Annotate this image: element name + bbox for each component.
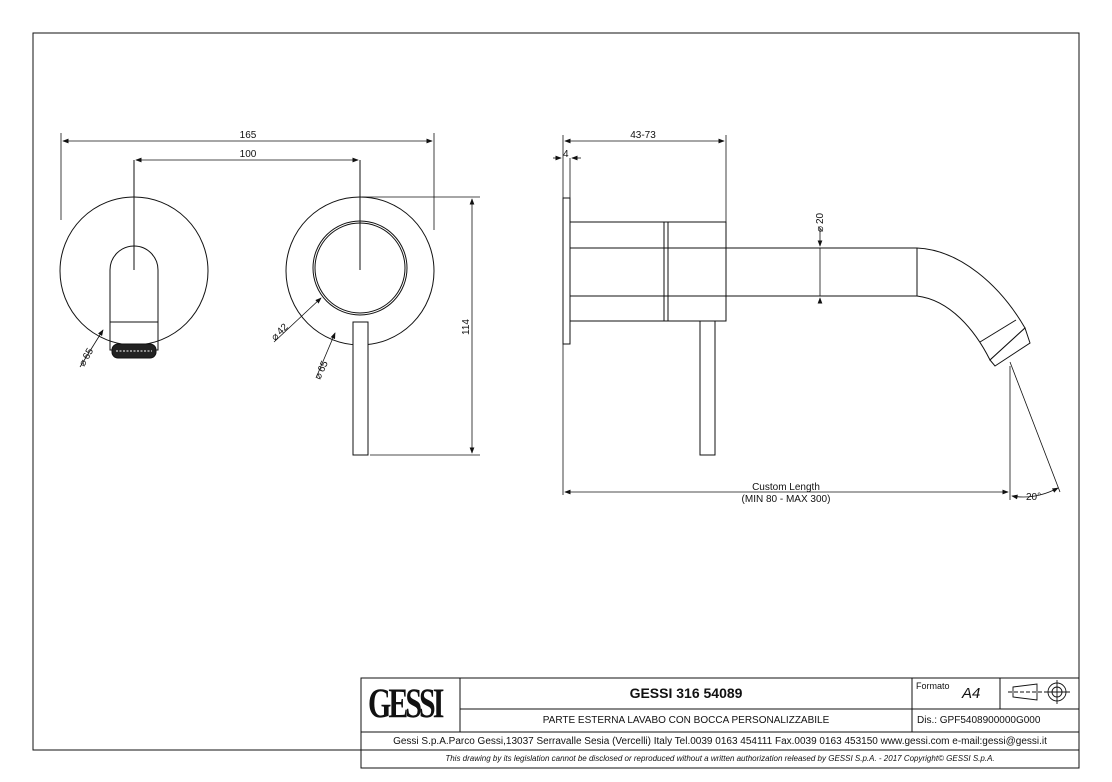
format-value: A4	[962, 685, 981, 702]
drawing-frame	[32, 32, 1080, 751]
dim-spout-diam: 20	[815, 212, 826, 224]
wall-plate	[562, 197, 571, 345]
svg-text:⌀: ⌀	[815, 226, 826, 232]
product-description: PARTE ESTERNA LAVABO CON BOCCA PERSONALI…	[542, 715, 830, 726]
lever-handle	[352, 321, 369, 456]
dim-center-distance: 100	[240, 149, 257, 160]
drawing-number: Dis.: GPF5408900000G000	[917, 715, 1041, 726]
dim-custom-length-range: (MIN 80 - MAX 300)	[742, 494, 831, 505]
dim-custom-length: Custom Length	[752, 482, 820, 493]
dim-height: 114	[461, 319, 472, 335]
handle-ring	[667, 221, 727, 322]
title-block	[360, 677, 1080, 769]
mixer-body	[569, 221, 669, 322]
gessi-logo: GESSI	[368, 681, 444, 728]
dim-diam-plate-left: 65	[81, 346, 96, 362]
projection-symbol-icon	[1008, 680, 1070, 704]
product-code: GESSI 316 54089	[629, 685, 743, 701]
company-address: Gessi S.p.A.Parco Gessi,13037 Serravalle…	[393, 736, 1047, 747]
dim-plate-thickness: 4	[563, 149, 569, 160]
front-view	[59, 160, 435, 456]
spout-front-outline	[109, 245, 159, 351]
dim-projection: 43-73	[630, 130, 656, 141]
svg-text:⌀: ⌀	[313, 371, 326, 381]
copyright-disclaimer: This drawing by its legislation cannot b…	[445, 754, 995, 763]
dim-angle: 20°	[1026, 492, 1041, 503]
format-label: Formato	[916, 681, 950, 691]
side-view	[562, 197, 1031, 456]
dim-overall-width: 165	[240, 130, 257, 141]
svg-text:⌀: ⌀	[77, 358, 90, 369]
dim-diam-plate-right: 65	[316, 359, 331, 374]
lever-side	[699, 320, 716, 456]
